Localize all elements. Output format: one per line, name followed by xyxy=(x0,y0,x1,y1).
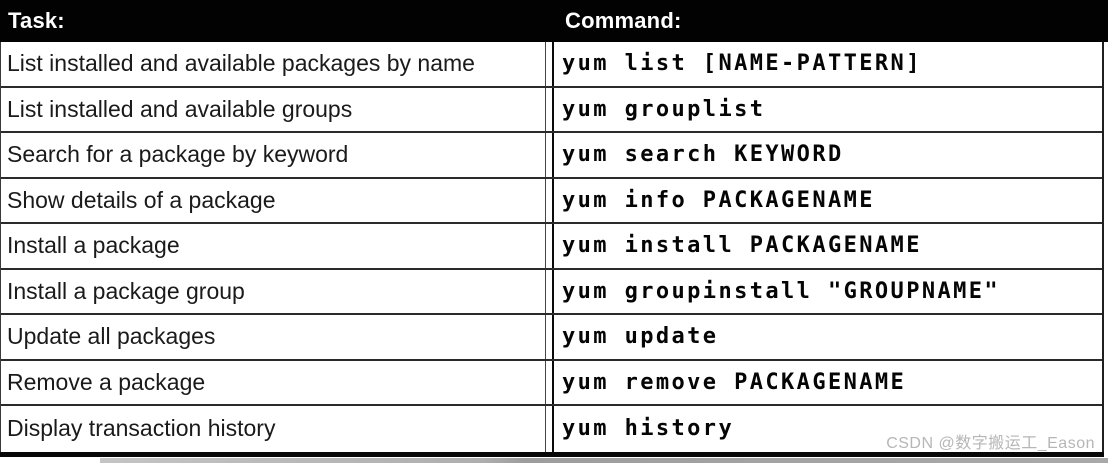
table-row: Update all packages yum update xyxy=(1,315,1102,361)
column-gutter xyxy=(546,315,552,359)
task-cell: Show details of a package xyxy=(1,178,546,222)
yum-command-table-body: List installed and available packages by… xyxy=(0,42,1104,452)
task-cell: Update all packages xyxy=(1,315,546,359)
task-cell: Search for a package by keyword xyxy=(1,133,546,177)
task-column-header: Task: xyxy=(8,8,65,33)
table-row: Install a package yum install PACKAGENAM… xyxy=(1,224,1102,270)
table-row: List installed and available packages by… xyxy=(1,42,1102,88)
table-row: Display transaction history yum history xyxy=(1,406,1102,452)
task-cell: Install a package xyxy=(1,224,546,268)
column-gutter xyxy=(546,360,552,404)
table-row: Show details of a package yum info PACKA… xyxy=(1,178,1102,224)
task-cell: Remove a package xyxy=(1,360,546,404)
column-gutter xyxy=(546,224,552,268)
csdn-watermark: CSDN @数字搬运工_Eason xyxy=(886,435,1095,452)
table-row: Remove a package yum remove PACKAGENAME xyxy=(1,360,1102,406)
command-cell: yum info PACKAGENAME xyxy=(552,178,1102,222)
table-row: List installed and available groups yum … xyxy=(1,87,1102,133)
column-gutter xyxy=(546,133,552,177)
column-gutter xyxy=(546,178,552,222)
column-gutter xyxy=(546,406,552,452)
command-cell: yum search KEYWORD xyxy=(552,133,1102,177)
table-row: Install a package group yum groupinstall… xyxy=(1,269,1102,315)
table-row: Search for a package by keyword yum sear… xyxy=(1,133,1102,179)
task-cell: List installed and available groups xyxy=(1,87,546,131)
table-bottom-border xyxy=(0,451,1104,457)
command-cell: yum history xyxy=(552,406,1102,452)
column-gutter xyxy=(546,269,552,313)
command-cell: yum groupinstall "GROUPNAME" xyxy=(552,269,1102,313)
command-cell: yum update xyxy=(552,315,1102,359)
task-cell: Display transaction history xyxy=(1,406,546,452)
command-cell: yum list [NAME-PATTERN] xyxy=(552,42,1102,86)
column-gutter xyxy=(546,42,552,86)
command-cell: yum grouplist xyxy=(552,87,1102,131)
table-header-row: Task: Command: xyxy=(0,0,1108,42)
bottom-crop-artifact xyxy=(100,458,1108,463)
command-column-header: Command: xyxy=(565,8,682,33)
task-cell: List installed and available packages by… xyxy=(1,42,546,86)
command-cell: yum remove PACKAGENAME xyxy=(552,360,1102,404)
task-cell: Install a package group xyxy=(1,269,546,313)
column-gutter xyxy=(546,87,552,131)
command-cell: yum install PACKAGENAME xyxy=(552,224,1102,268)
